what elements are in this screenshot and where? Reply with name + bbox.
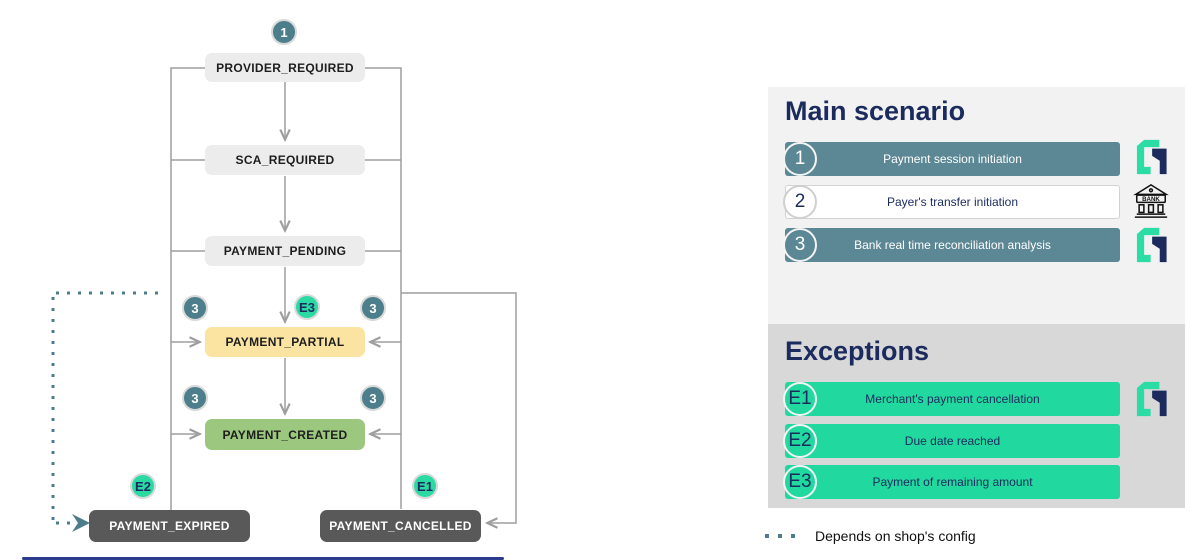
dotted-line-sample bbox=[765, 534, 795, 538]
fintecture-logo-icon bbox=[1136, 381, 1167, 417]
legend-row-number: 1 bbox=[783, 142, 817, 176]
flow-node-payment-partial: PAYMENT_PARTIAL bbox=[205, 327, 365, 357]
legend-row-number: E2 bbox=[783, 424, 817, 458]
legend-row-label: Merchant's payment cancellation bbox=[785, 382, 1120, 416]
fintecture-logo-icon bbox=[1136, 227, 1167, 263]
legend-row-label: Payment of remaining amount bbox=[785, 465, 1120, 499]
fintecture-logo-icon bbox=[1136, 139, 1167, 175]
legend-row-step-2: Payer's transfer initiation 2 bbox=[783, 185, 1120, 219]
legend-row-label: Payment session initiation bbox=[785, 142, 1120, 176]
dotted-arrowhead bbox=[72, 514, 90, 532]
cropped-bottom-element bbox=[22, 557, 504, 560]
legend-row-exception-e1: Merchant's payment cancellation E1 bbox=[783, 382, 1120, 416]
legend-row-label: Bank real time reconciliation analysis bbox=[785, 228, 1120, 262]
exceptions-panel: Exceptions Merchant's payment cancellati… bbox=[768, 324, 1185, 508]
exception-badge-e1: E1 bbox=[412, 473, 438, 499]
main-scenario-title: Main scenario bbox=[785, 96, 966, 126]
legend-row-step-3: Bank real time reconciliation analysis 3 bbox=[783, 228, 1120, 262]
depends-on-config-path bbox=[51, 291, 162, 525]
exception-badge-e3: E3 bbox=[294, 294, 320, 320]
exception-badge-e2: E2 bbox=[130, 473, 156, 499]
flow-connector-lines bbox=[51, 67, 517, 532]
bank-icon: BANK bbox=[1133, 183, 1169, 218]
dotted-line-key-label: Depends on shop's config bbox=[815, 528, 976, 544]
legend-row-label: Payer's transfer initiation bbox=[785, 185, 1120, 219]
step-badge-3: 3 bbox=[182, 295, 208, 321]
flow-node-payment-expired: PAYMENT_EXPIRED bbox=[89, 510, 250, 542]
legend-row-exception-e3: Payment of remaining amount E3 bbox=[783, 465, 1120, 499]
step-badge-3: 3 bbox=[360, 295, 386, 321]
step-badge-1: 1 bbox=[271, 19, 297, 45]
flow-node-payment-cancelled: PAYMENT_CANCELLED bbox=[320, 510, 481, 542]
legend-row-number: 2 bbox=[783, 185, 817, 219]
legend-row-exception-e2: Due date reached E2 bbox=[783, 424, 1120, 458]
legend-row-label: Due date reached bbox=[785, 424, 1120, 458]
legend-row-number: E1 bbox=[783, 382, 817, 416]
legend-row-step-1: Payment session initiation 1 bbox=[783, 142, 1120, 176]
flow-node-provider-required: PROVIDER_REQUIRED bbox=[205, 53, 365, 82]
legend-row-number: E3 bbox=[783, 465, 817, 499]
bank-icon-text: BANK bbox=[1142, 196, 1160, 203]
flow-node-payment-pending: PAYMENT_PENDING bbox=[205, 236, 365, 266]
dotted-line-key: Depends on shop's config bbox=[765, 528, 976, 544]
step-badge-3: 3 bbox=[182, 385, 208, 411]
step-badge-3: 3 bbox=[360, 385, 386, 411]
exceptions-title: Exceptions bbox=[785, 336, 930, 366]
flow-node-payment-created: PAYMENT_CREATED bbox=[205, 419, 365, 450]
legend-row-number: 3 bbox=[783, 228, 817, 262]
flow-node-sca-required: SCA_REQUIRED bbox=[205, 145, 365, 175]
main-scenario-panel: Main scenario Payment session initiation… bbox=[768, 87, 1185, 324]
